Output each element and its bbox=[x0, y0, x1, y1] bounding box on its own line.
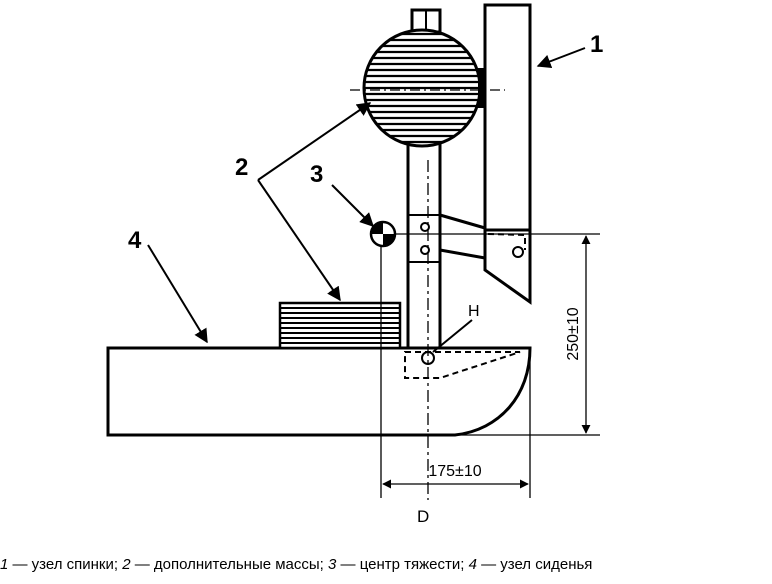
link-arm bbox=[439, 213, 486, 260]
bracket-pivot bbox=[512, 246, 524, 258]
caption-number-4: 4 bbox=[468, 556, 477, 573]
seat-mass-stack bbox=[278, 301, 402, 350]
caption-text-1: — узел спинки; bbox=[8, 556, 123, 573]
center-of-gravity-symbol bbox=[369, 220, 397, 248]
seat-back-diagram: 1 2 3 4 H D 250±10 175±10 bbox=[106, 3, 603, 526]
caption-text-3: — центр тяжести; bbox=[336, 556, 469, 573]
back-panel bbox=[483, 3, 532, 232]
rod-bolt-lower bbox=[420, 245, 430, 255]
disc-mass bbox=[350, 28, 505, 148]
back-assembly bbox=[406, 3, 532, 354]
dimension-lines bbox=[380, 160, 600, 500]
label-h-point: H bbox=[468, 303, 480, 320]
figure-caption: 1 — узел спинки; 2 — дополнительные масс… bbox=[0, 550, 772, 580]
caption-text-4: — узел сиденья bbox=[476, 556, 593, 573]
caption-number-1: 1 bbox=[0, 556, 9, 573]
label-d-point: D bbox=[417, 507, 429, 526]
seat-assembly bbox=[106, 346, 532, 437]
lower-bracket bbox=[483, 228, 532, 305]
label-seat-assembly: 4 bbox=[128, 227, 142, 254]
dimension-width-text: 175±10 bbox=[428, 463, 481, 480]
dimension-height-text: 250±10 bbox=[565, 307, 582, 360]
caption-number-2: 2 bbox=[122, 556, 131, 573]
rod-bolt-upper bbox=[420, 222, 430, 232]
label-additional-masses: 2 bbox=[235, 154, 248, 181]
caption-text-2: — дополнительные массы; bbox=[130, 556, 329, 573]
caption-number-3: 3 bbox=[328, 556, 337, 573]
label-back-assembly: 1 bbox=[590, 31, 603, 58]
leader-lines bbox=[147, 47, 586, 353]
label-center-of-gravity: 3 bbox=[310, 161, 323, 188]
seat-body bbox=[106, 346, 532, 437]
